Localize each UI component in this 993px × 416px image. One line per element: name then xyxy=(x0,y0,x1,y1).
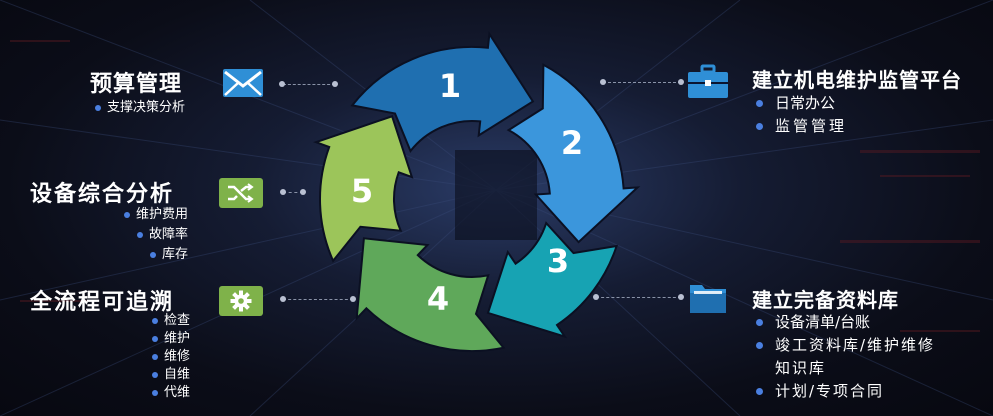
step-number-5: 5 xyxy=(351,172,373,210)
connector-platform xyxy=(603,82,681,83)
list-item: 竣工资料库/维护维修 xyxy=(756,334,935,357)
process-bullets: 检查 维护 维修 自维 代维 xyxy=(151,312,190,402)
envelope-icon xyxy=(221,68,265,98)
cycle-segment-5 xyxy=(312,115,414,263)
list-item: 检查 xyxy=(151,312,190,330)
analysis-title: 设备综合分析 xyxy=(30,182,175,207)
connector-dot xyxy=(300,189,306,195)
briefcase-icon xyxy=(686,62,730,102)
list-item: 维修 xyxy=(151,348,190,366)
library-title: 建立完备资料库 xyxy=(752,288,899,312)
connector-process xyxy=(283,299,353,300)
step-number-3: 3 xyxy=(547,242,569,280)
connector-dot xyxy=(280,296,286,302)
connector-budget xyxy=(283,84,335,85)
step-number-1: 1 xyxy=(439,67,461,105)
connector-dot xyxy=(593,294,599,300)
list-item: 日常办公 xyxy=(756,92,847,115)
library-bullets: 设备清单/台账 竣工资料库/维护维修 知识库 计划/专项合同 xyxy=(756,311,935,403)
budget-bullets: 支撑决策分析 xyxy=(94,98,185,118)
process-title: 全流程可追溯 xyxy=(30,290,175,315)
shuffle-icon xyxy=(219,178,263,208)
list-item: 知识库 xyxy=(775,359,827,377)
cycle-segment-4 xyxy=(355,237,506,352)
step-number-2: 2 xyxy=(561,124,583,162)
folder-icon xyxy=(686,280,730,316)
connector-dot xyxy=(678,294,684,300)
step-number-4: 4 xyxy=(427,280,449,318)
list-item: 代维 xyxy=(151,384,190,402)
list-item: 设备清单/台账 xyxy=(756,311,935,334)
platform-bullets: 日常办公 监管管理 xyxy=(756,92,847,138)
connector-analysis xyxy=(283,192,303,193)
connector-dot xyxy=(280,189,286,195)
budget-title: 预算管理 xyxy=(90,72,183,97)
cycle-segment-2 xyxy=(506,63,641,244)
platform-title: 建立机电维护监管平台 xyxy=(752,68,962,92)
list-item: 监管管理 xyxy=(756,115,847,138)
connector-dot xyxy=(332,81,338,87)
list-item: 自维 xyxy=(151,366,190,384)
cycle-segment-1 xyxy=(350,30,535,153)
list-item: 支撑决策分析 xyxy=(94,98,185,118)
connector-dot xyxy=(600,79,606,85)
connector-dot xyxy=(678,79,684,85)
list-item: 计划/专项合同 xyxy=(756,380,935,403)
list-item: 故障率 xyxy=(124,225,188,245)
cycle-segment-3 xyxy=(486,221,619,339)
analysis-bullets: 维护费用 故障率 库存 xyxy=(123,205,188,265)
list-item: 库存 xyxy=(124,245,188,265)
list-item: 维护费用 xyxy=(123,205,188,225)
connector-library xyxy=(596,297,681,298)
list-item: 维护 xyxy=(151,330,190,348)
gear-icon xyxy=(219,286,263,316)
connector-dot xyxy=(279,81,285,87)
connector-dot xyxy=(350,296,356,302)
